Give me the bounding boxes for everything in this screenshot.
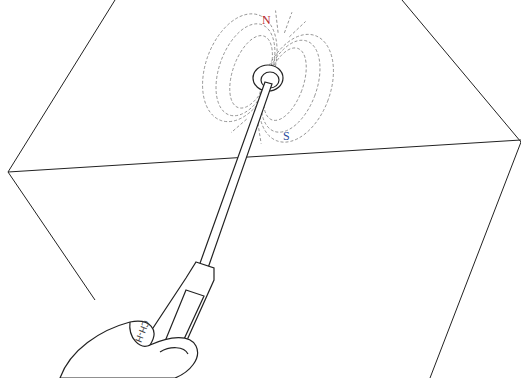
hand [60,321,198,378]
field-lines [185,0,352,164]
pole-label: N [262,14,271,26]
rod [199,82,272,268]
pole-label: S [283,130,290,142]
box-outline [8,0,521,378]
